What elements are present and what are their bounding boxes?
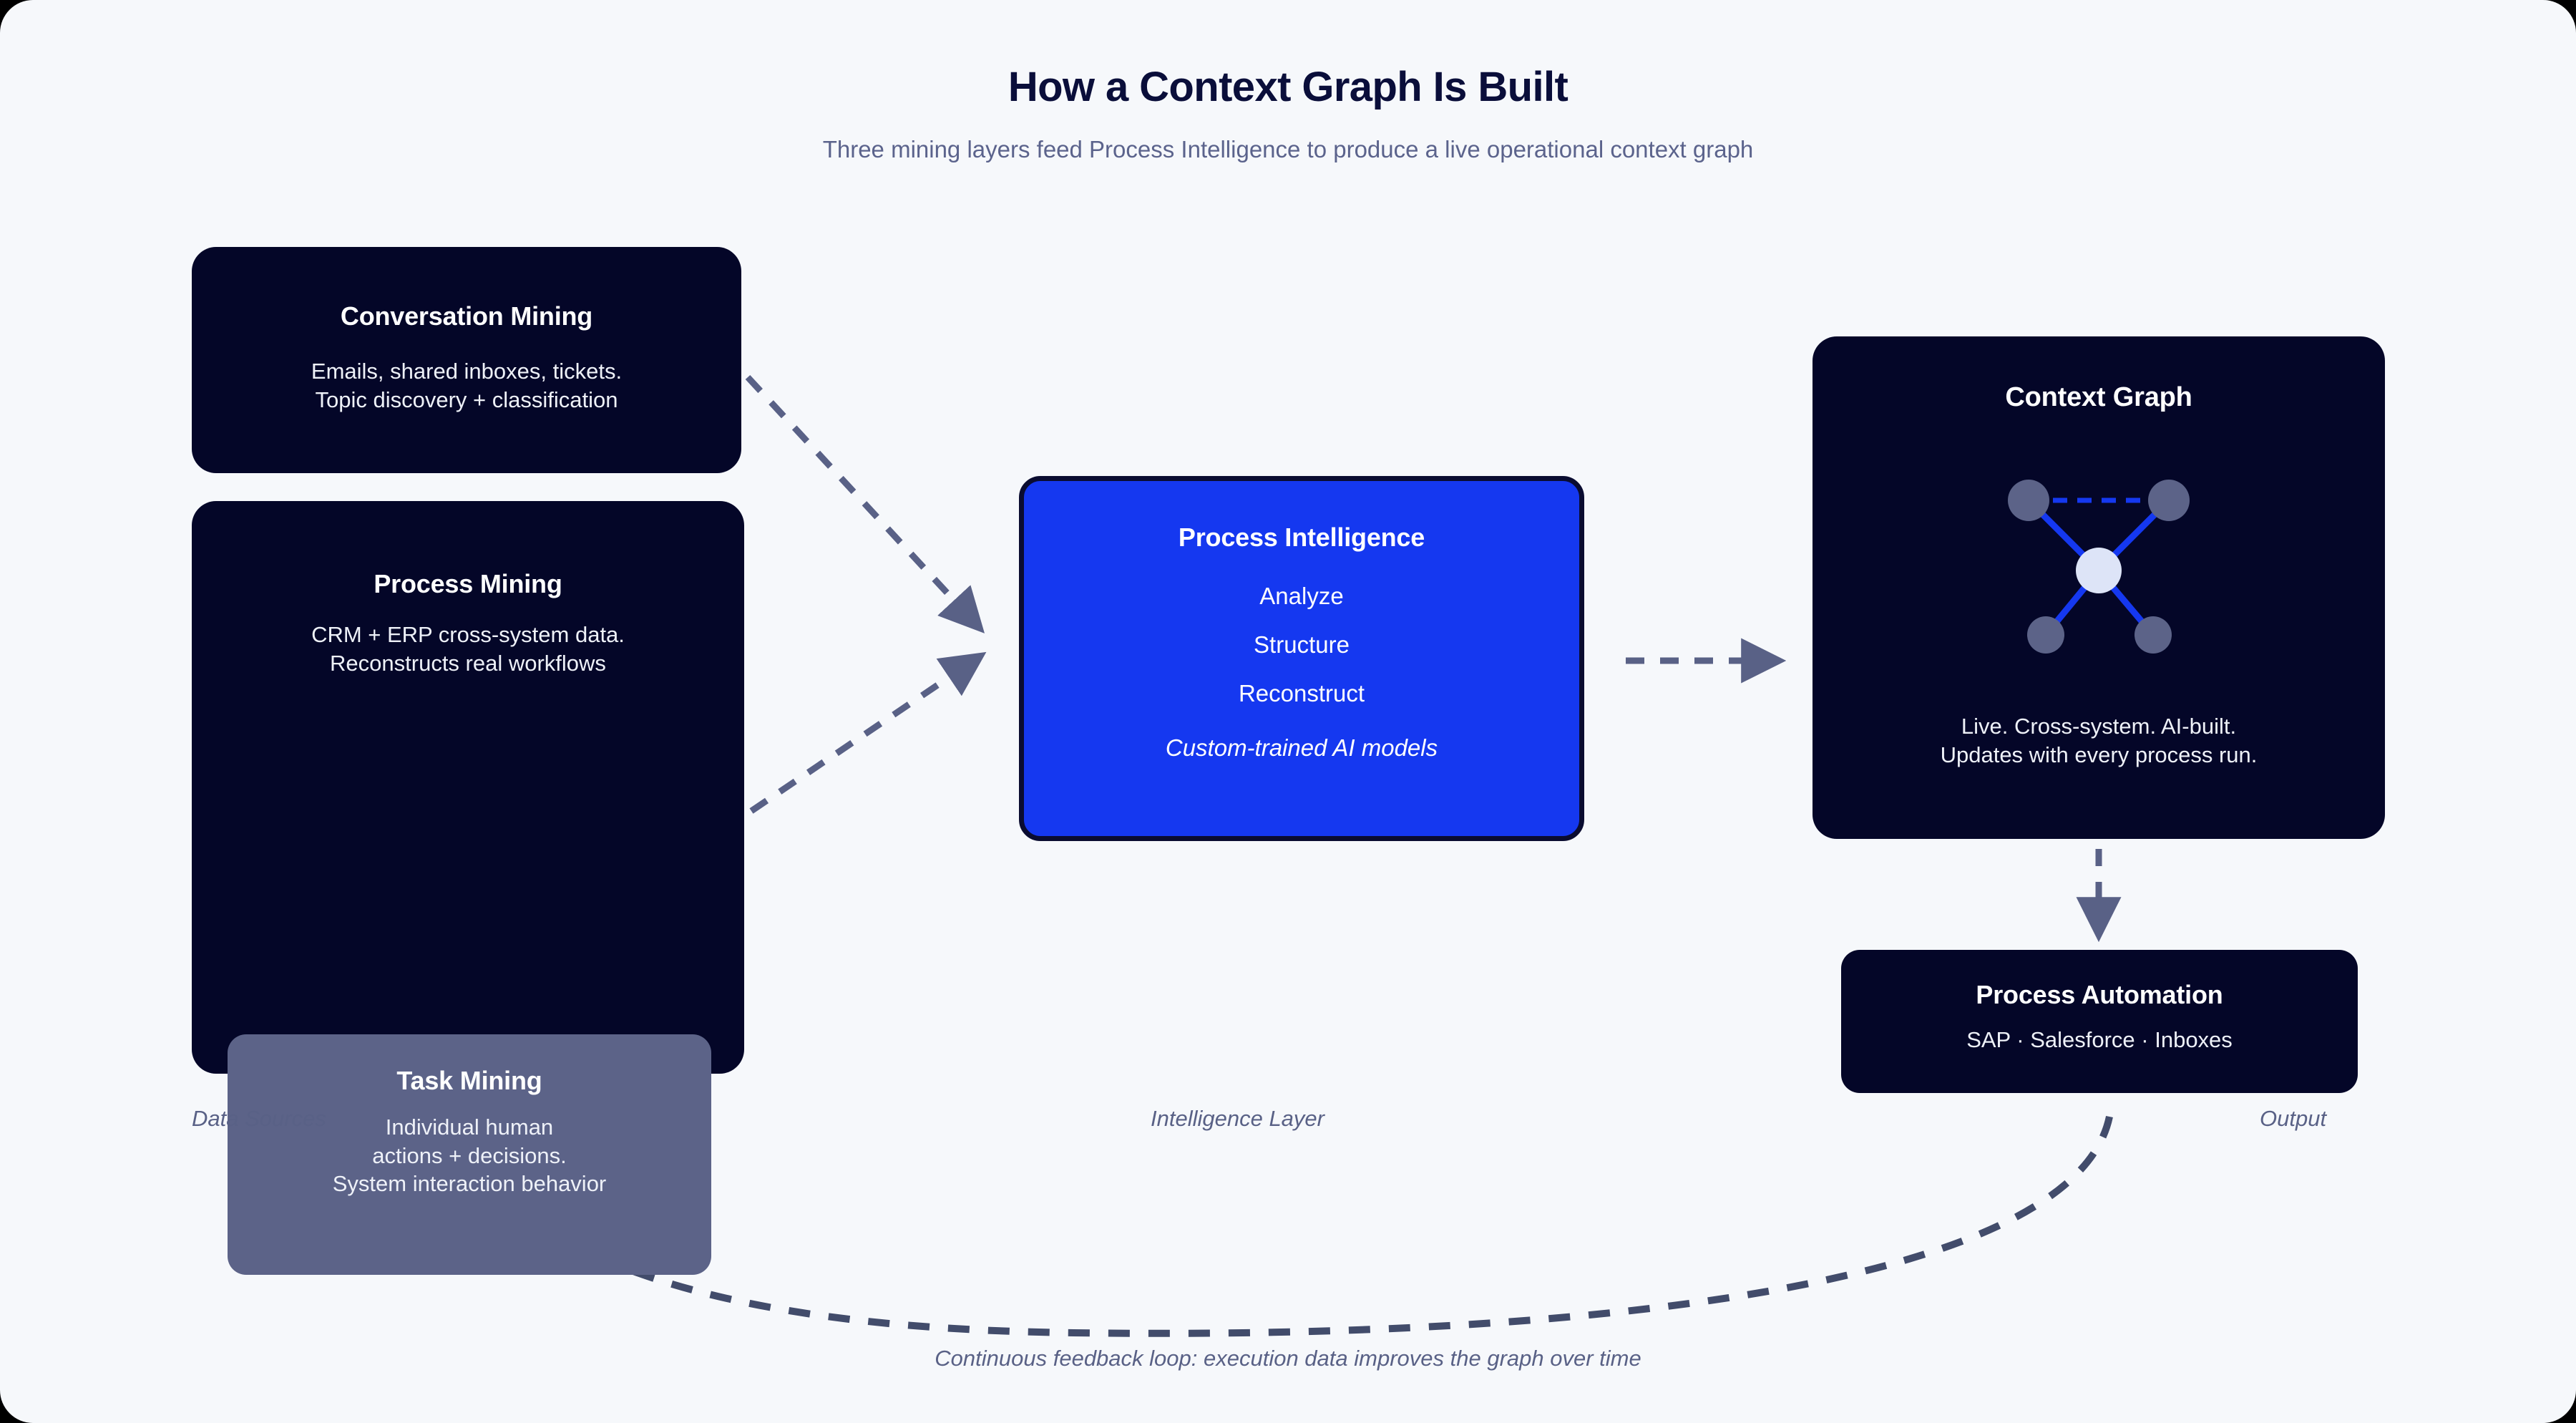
card-title-conversation-mining: Conversation Mining xyxy=(340,301,593,331)
lane-label-intelligence-layer: Intelligence Layer xyxy=(1151,1106,1324,1131)
page-subtitle: Three mining layers feed Process Intelli… xyxy=(822,136,1754,162)
graph-node-bottom-right xyxy=(2135,616,2172,654)
card-title-process-mining: Process Mining xyxy=(374,569,562,598)
lane-label-output: Output xyxy=(2260,1106,2327,1131)
process-intelligence-footnote: Custom-trained AI models xyxy=(1165,734,1438,761)
card-body-line: Live. Cross-system. AI-built. xyxy=(1961,714,2237,739)
connector-conversation-to-intelligence xyxy=(745,374,985,633)
card-body-line: SAP · Salesforce · Inboxes xyxy=(1966,1027,2233,1052)
card-process-intelligence[interactable]: Process Intelligence Analyze Structure R… xyxy=(1019,476,1584,841)
connector-process-to-intelligence xyxy=(749,651,987,814)
card-task-mining[interactable]: Task Mining Individual human actions + d… xyxy=(228,1034,711,1275)
feedback-loop-caption: Continuous feedback loop: execution data… xyxy=(935,1346,1641,1371)
card-context-graph[interactable]: Context Graph Live. Cross-system. AI-bui… xyxy=(1813,336,2385,839)
card-body-line: System interaction behavior xyxy=(332,1171,607,1197)
card-body-task-mining: Individual human actions + decisions. Sy… xyxy=(333,1113,607,1198)
card-title-process-automation: Process Automation xyxy=(1976,980,2223,1009)
card-body-line: Topic discovery + classification xyxy=(315,387,618,412)
card-body-process-automation: SAP · Salesforce · Inboxes xyxy=(1966,1026,2233,1054)
context-graph-figure xyxy=(2008,480,2190,654)
card-body-context-graph: Live. Cross-system. AI-built. Updates wi… xyxy=(1941,712,2258,769)
card-title-task-mining: Task Mining xyxy=(396,1066,542,1095)
card-process-mining[interactable]: Process Mining CRM + ERP cross-system da… xyxy=(192,501,744,1275)
card-body-line: Reconstructs real workflows xyxy=(330,650,606,676)
page-title: How a Context Graph Is Built xyxy=(1008,64,1568,110)
graph-node-top-right xyxy=(2148,480,2190,521)
card-process-automation[interactable]: Process Automation SAP · Salesforce · In… xyxy=(1841,950,2358,1093)
graph-node-hub xyxy=(2076,548,2122,593)
process-step-structure: Structure xyxy=(1254,631,1350,658)
lane-label-data-sources: Data Sources xyxy=(192,1106,326,1131)
card-body-line: Updates with every process run. xyxy=(1940,742,2258,767)
process-step-analyze: Analyze xyxy=(1259,583,1344,609)
graph-node-top-left xyxy=(2008,480,2049,521)
graph-node-bottom-left xyxy=(2027,616,2064,654)
process-step-reconstruct: Reconstruct xyxy=(1238,680,1365,706)
card-body-process-mining: CRM + ERP cross-system data. Reconstruct… xyxy=(311,621,625,677)
card-title-process-intelligence: Process Intelligence xyxy=(1178,523,1425,552)
card-conversation-mining[interactable]: Conversation Mining Emails, shared inbox… xyxy=(192,247,741,473)
card-title-context-graph: Context Graph xyxy=(2005,382,2192,412)
card-body-line: Individual human xyxy=(385,1114,554,1140)
card-body-conversation-mining: Emails, shared inboxes, tickets. Topic d… xyxy=(311,357,622,414)
card-body-line: CRM + ERP cross-system data. xyxy=(311,622,625,647)
card-body-line: actions + decisions. xyxy=(372,1142,567,1168)
card-body-line: Emails, shared inboxes, tickets. xyxy=(311,359,623,384)
